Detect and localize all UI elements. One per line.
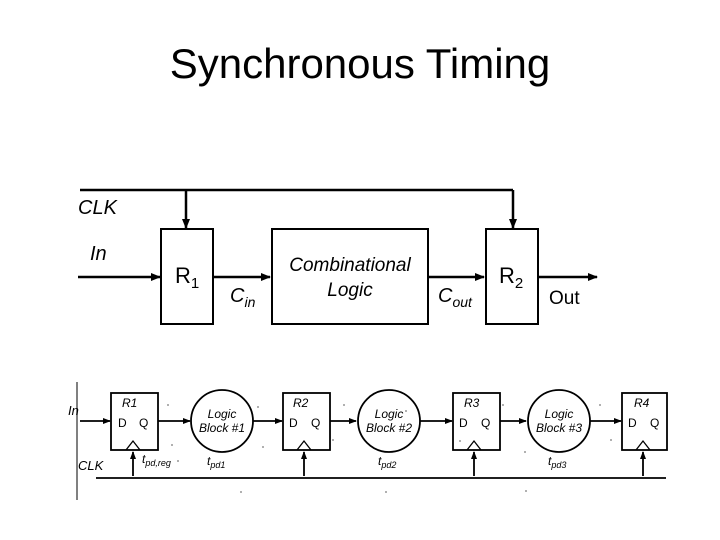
r1-label: R1: [175, 263, 199, 292]
tpd3-label: tpd3: [548, 454, 566, 470]
slide-title: Synchronous Timing: [169, 40, 551, 87]
clock-triangle-icon: [635, 439, 651, 451]
reg-q: Q: [139, 416, 148, 430]
logic-line-2: Block #1: [199, 421, 245, 435]
reg-d: D: [289, 416, 298, 430]
reg-d: D: [628, 416, 637, 430]
tpd1-label: tpd1: [207, 454, 225, 470]
logic-block-3: Logic Block #3: [527, 389, 591, 453]
logic-block-2: Logic Block #2: [357, 389, 421, 453]
bottom-register-r3: R3 D Q: [452, 392, 501, 476]
logic-block-1: Logic Block #1: [190, 389, 254, 453]
bottom-register-r4: R4 D Q: [621, 392, 668, 476]
r2-label: R2: [499, 263, 523, 292]
bottom-clk-label: CLK: [78, 458, 105, 473]
bottom-in-label: In: [68, 403, 79, 418]
logic-line-2: Block #3: [536, 421, 582, 435]
clk-label: CLK: [78, 197, 119, 219]
clock-triangle-icon: [466, 439, 482, 451]
reg-q: Q: [481, 416, 490, 430]
logic-line-2: Logic: [327, 280, 373, 301]
reg-name: R2: [293, 396, 309, 410]
reg-q: Q: [311, 416, 320, 430]
reg-d: D: [118, 416, 127, 430]
tpd2-label: tpd2: [378, 454, 396, 470]
logic-line-1: Logic: [545, 407, 574, 421]
bottom-register-r2: R2 D Q: [282, 392, 331, 476]
in-label: In: [90, 243, 107, 265]
register-r2: [485, 228, 539, 325]
logic-line-2: Block #2: [366, 421, 412, 435]
reg-q: Q: [650, 416, 659, 430]
logic-line-1: Logic: [375, 407, 404, 421]
logic-line-1: Logic: [208, 407, 237, 421]
reg-name: R4: [634, 396, 650, 410]
top-pipeline-diagram: CLK In R1 Cin Combinational Logic Cout R…: [78, 188, 598, 325]
bottom-pipeline-diagram: In CLK R1 D Q Logic Block #1 tpd,reg tpd…: [68, 382, 668, 500]
tpd-reg-label: tpd,reg: [142, 452, 171, 468]
reg-name: R3: [464, 396, 480, 410]
out-label: Out: [549, 288, 580, 309]
register-r1: [160, 228, 214, 325]
logic-line-1: Combinational: [289, 255, 411, 276]
reg-name: R1: [122, 396, 137, 410]
scan-specks: [167, 404, 612, 493]
cout-label: Cout: [438, 285, 473, 310]
clock-triangle-icon: [296, 439, 312, 451]
reg-d: D: [459, 416, 468, 430]
cin-label: Cin: [230, 285, 256, 310]
bottom-register-r1: R1 D Q: [110, 392, 159, 476]
clock-triangle-icon: [125, 439, 141, 451]
combinational-logic-block: [271, 228, 429, 325]
